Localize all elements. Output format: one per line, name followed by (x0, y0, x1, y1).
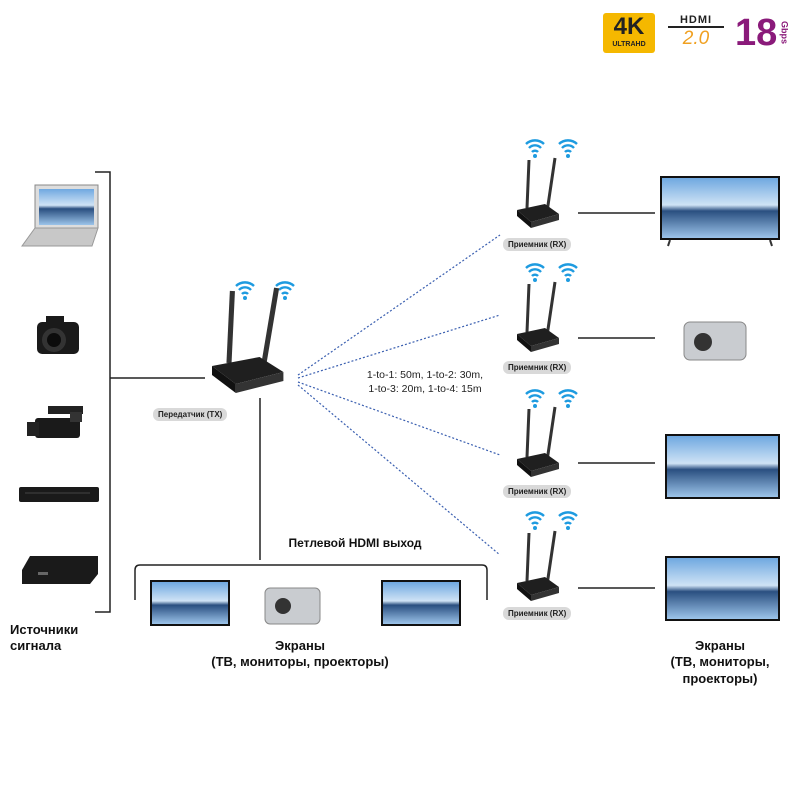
receiver-3 (515, 389, 655, 479)
wifi-icon (524, 511, 546, 532)
wireless-links (297, 234, 501, 556)
receiver-1 (515, 139, 655, 230)
wireless-link (297, 234, 501, 376)
loop-screens-line-1: Экраны (275, 638, 325, 653)
monitor-icon (665, 434, 780, 499)
wifi-icon (234, 281, 256, 302)
sources-label-line-2: сигнала (10, 638, 62, 654)
bandwidth-badge: 18 Gbps (735, 12, 789, 54)
receiver-2 (515, 263, 655, 354)
loop-label: Петлевой HDMI выход (288, 536, 422, 550)
range-line-1: 1-to-1: 50m, 1-to-2: 30m, (366, 369, 484, 381)
sources-label: Источники сигнала (10, 622, 78, 655)
loop-screens-label: Экраны (ТВ, мониторы, проекторы) (170, 638, 430, 671)
set-top-box-icon (22, 556, 98, 584)
loop-screens-line-2: (ТВ, мониторы, проекторы) (211, 654, 389, 670)
4k-badge: 4K ULTRAHD (603, 13, 655, 53)
receiver-4 (515, 511, 655, 603)
sources-bracket (95, 171, 111, 613)
hdmi-text: HDMI (668, 14, 724, 28)
receiver-label: Приемник (RX) (503, 361, 572, 374)
transmitter-device (212, 288, 283, 393)
wifi-icon (524, 139, 546, 160)
right-screens-label: Экраны (ТВ, мониторы, проекторы) (640, 638, 800, 687)
wifi-icon (557, 263, 579, 284)
camcorder-icon (27, 406, 83, 438)
wifi-icon (524, 389, 546, 410)
hdmi-badge: HDMI 2.0 (668, 14, 724, 50)
camera-icon (37, 316, 79, 354)
bandwidth-unit: Gbps (779, 21, 790, 45)
right-screens-line-2: (ТВ, мониторы, (670, 654, 770, 670)
projector-icon (264, 587, 321, 625)
transmitter-label: Передатчик (TX) (153, 408, 228, 421)
monitor-icon (665, 556, 780, 621)
bandwidth-number: 18 (735, 11, 778, 54)
range-info: 1-to-1: 50m, 1-to-2: 30m, 1-to-3: 20m, 1… (350, 368, 500, 396)
wifi-icon (524, 263, 546, 284)
wireless-link (297, 384, 501, 556)
hdmi-version: 2.0 (682, 28, 710, 49)
receiver-label: Приемник (RX) (503, 238, 572, 251)
right-screens-line-3: проекторы) (682, 670, 758, 686)
right-screens-line-1: Экраны (695, 638, 745, 653)
sources-label-line-1: Источники (10, 622, 79, 637)
bluray-player-icon (19, 487, 99, 502)
wifi-icon (274, 281, 296, 302)
loop-bracket (134, 564, 488, 600)
4k-text: 4K (613, 13, 645, 40)
wifi-icon (557, 139, 579, 160)
laptop-icon (21, 184, 99, 247)
projector-icon (683, 321, 747, 361)
tv-icon (660, 176, 780, 247)
tv-icon (381, 580, 461, 626)
wifi-icon (557, 389, 579, 410)
receiver-label: Приемник (RX) (503, 607, 572, 620)
range-line-2: 1-to-3: 20m, 1-to-4: 15m (368, 383, 482, 396)
ultrahd-text: ULTRAHD (612, 41, 646, 48)
receiver-label: Приемник (RX) (503, 485, 572, 498)
wireless-link (297, 314, 501, 379)
tv-icon (150, 580, 230, 626)
wifi-icon (557, 511, 579, 532)
